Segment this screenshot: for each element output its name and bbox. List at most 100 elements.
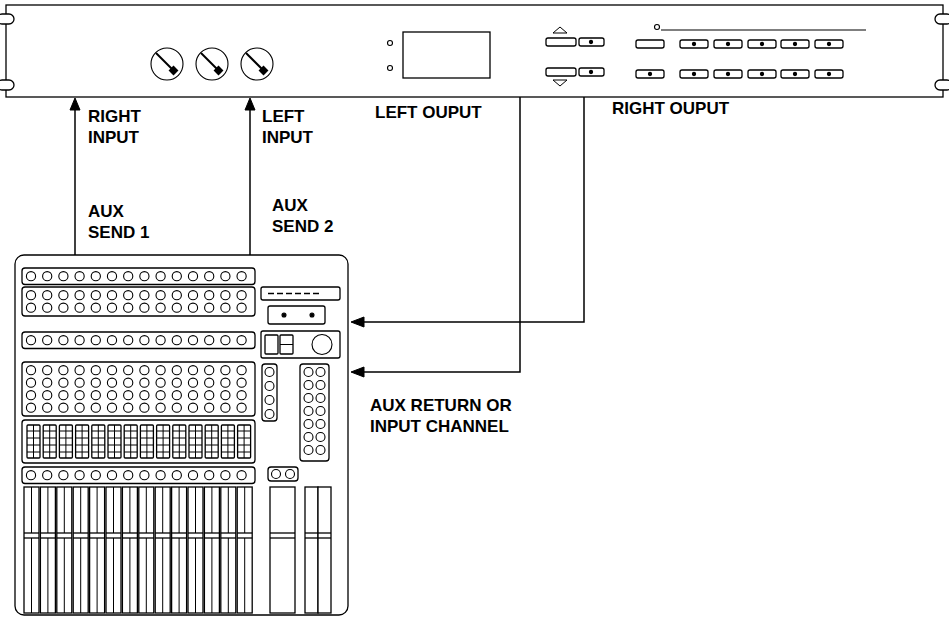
- channel-knob: [26, 366, 35, 375]
- button-divider: [280, 344, 293, 345]
- led-indicator: [388, 66, 393, 71]
- push-button: [748, 70, 776, 78]
- button-dot: [827, 72, 830, 75]
- channel-knob: [156, 378, 165, 387]
- control-knob: [241, 48, 273, 80]
- knob-row-panel: [22, 362, 255, 416]
- channel-knob: [75, 303, 84, 312]
- master-knob-panel: [268, 467, 298, 481]
- channel-knob: [221, 471, 230, 480]
- push-button: [680, 40, 708, 48]
- channel-knob: [237, 291, 246, 300]
- channel-knob: [75, 272, 84, 281]
- send-wire: [74, 108, 76, 255]
- channel-knob: [26, 378, 35, 387]
- button-dot: [692, 72, 695, 75]
- fader-track: [31, 538, 32, 613]
- rack-ear-slot: [935, 14, 949, 24]
- fader-track: [179, 487, 180, 533]
- channel-knob: [91, 291, 100, 300]
- push-button: [546, 68, 576, 76]
- fader-track: [162, 538, 163, 613]
- channel-knob: [188, 471, 197, 480]
- channel-knob: [205, 471, 214, 480]
- channel-knob: [237, 403, 246, 412]
- signal-label: AUX RETURN OR INPUT CHANNEL: [370, 395, 525, 437]
- meter-segment: [244, 425, 245, 458]
- level-meter: [140, 425, 153, 458]
- channel-knob: [59, 303, 68, 312]
- return-knob: [316, 433, 325, 442]
- knob-row-panel: [22, 287, 255, 316]
- channel-knob: [59, 272, 68, 281]
- channel-knob: [205, 366, 214, 375]
- button-dot: [310, 313, 314, 317]
- return-knob: [304, 381, 313, 390]
- master-fader: [305, 487, 318, 613]
- push-button: [714, 40, 742, 48]
- channel-knob: [140, 291, 149, 300]
- master-button: [265, 335, 278, 354]
- channel-knob: [188, 336, 197, 345]
- master-knob: [286, 470, 295, 479]
- aux-knob: [265, 410, 274, 419]
- fader-track: [97, 538, 98, 613]
- channel-knob: [140, 378, 149, 387]
- master-knob: [272, 470, 281, 479]
- return-knob: [316, 446, 325, 455]
- fader-track: [64, 487, 65, 533]
- channel-knob: [140, 391, 149, 400]
- led-indicator: [388, 41, 393, 46]
- fader-track: [244, 487, 245, 533]
- channel-knob: [107, 403, 116, 412]
- channel-knob: [91, 303, 100, 312]
- channel-knob: [91, 391, 100, 400]
- push-button: [815, 40, 843, 48]
- aux-knob: [265, 382, 274, 391]
- fader-track: [47, 538, 48, 613]
- master-fader: [270, 487, 295, 613]
- rack-ear-slot: [0, 80, 14, 90]
- channel-knob: [107, 272, 116, 281]
- panel-rule: [661, 29, 866, 30]
- button-dot: [692, 42, 695, 45]
- channel-knob: [124, 303, 133, 312]
- channel-knob: [91, 403, 100, 412]
- display-dash: [304, 293, 310, 295]
- channel-knob: [156, 403, 165, 412]
- channel-knob: [91, 378, 100, 387]
- channel-fader: [139, 487, 154, 613]
- channel-knob: [237, 471, 246, 480]
- fader-track: [113, 538, 114, 613]
- level-meter: [43, 425, 56, 458]
- channel-knob: [237, 303, 246, 312]
- arrow-head: [351, 317, 364, 327]
- push-button: [579, 68, 604, 76]
- channel-knob: [59, 366, 68, 375]
- level-meter: [76, 425, 89, 458]
- channel-knob: [221, 336, 230, 345]
- channel-knob: [237, 391, 246, 400]
- channel-knob: [221, 391, 230, 400]
- return-knob: [304, 407, 313, 416]
- fader-track: [80, 538, 81, 613]
- channel-knob: [172, 291, 181, 300]
- channel-knob: [26, 303, 35, 312]
- master-display: [261, 287, 340, 300]
- channel-knob: [205, 403, 214, 412]
- meter-segment: [98, 425, 99, 458]
- channel-knob: [172, 391, 181, 400]
- channel-knob: [107, 366, 116, 375]
- level-meter: [108, 425, 121, 458]
- channel-knob: [140, 366, 149, 375]
- master-button: [280, 335, 293, 354]
- meter-segment: [146, 425, 147, 458]
- push-button: [579, 38, 604, 46]
- meter-segment: [33, 425, 34, 458]
- channel-knob: [107, 291, 116, 300]
- channel-knob: [188, 366, 197, 375]
- channel-knob: [188, 303, 197, 312]
- channel-knob: [75, 471, 84, 480]
- channel-knob: [172, 403, 181, 412]
- button-dot: [726, 42, 729, 45]
